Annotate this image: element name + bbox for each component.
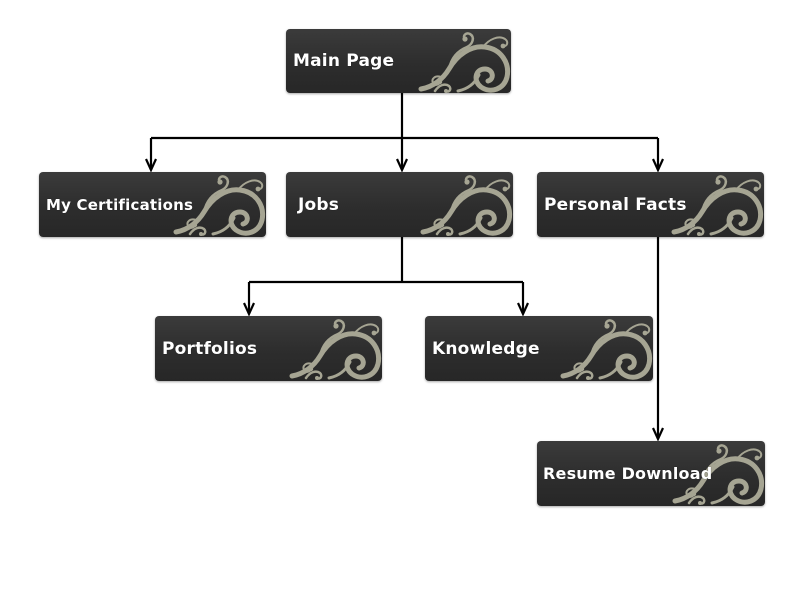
node-label: Portfolios bbox=[162, 338, 258, 359]
node-label: Resume Download bbox=[543, 464, 713, 483]
swirl-ornament-icon bbox=[413, 29, 511, 93]
node-label: My Certifications bbox=[46, 195, 194, 214]
swirl-ornament-icon bbox=[555, 316, 653, 381]
swirl-ornament-icon bbox=[284, 316, 382, 381]
node-knowledge[interactable]: Knowledge bbox=[425, 316, 653, 381]
node-portfolios[interactable]: Portfolios bbox=[155, 316, 382, 381]
swirl-ornament-icon bbox=[168, 172, 266, 237]
node-resume-download[interactable]: Resume Download bbox=[537, 441, 765, 506]
node-jobs[interactable]: Jobs bbox=[286, 172, 513, 237]
swirl-ornament-icon bbox=[415, 172, 513, 237]
node-label: Main Page bbox=[293, 51, 395, 71]
node-main-page[interactable]: Main Page bbox=[286, 29, 511, 93]
swirl-ornament-icon bbox=[666, 172, 764, 237]
node-label: Knowledge bbox=[432, 338, 540, 359]
node-label: Personal Facts bbox=[544, 194, 687, 215]
node-label: Jobs bbox=[298, 194, 340, 215]
node-my-certifications[interactable]: My Certifications bbox=[39, 172, 266, 237]
node-personal-facts[interactable]: Personal Facts bbox=[537, 172, 764, 237]
swirl-ornament-icon bbox=[667, 441, 765, 506]
